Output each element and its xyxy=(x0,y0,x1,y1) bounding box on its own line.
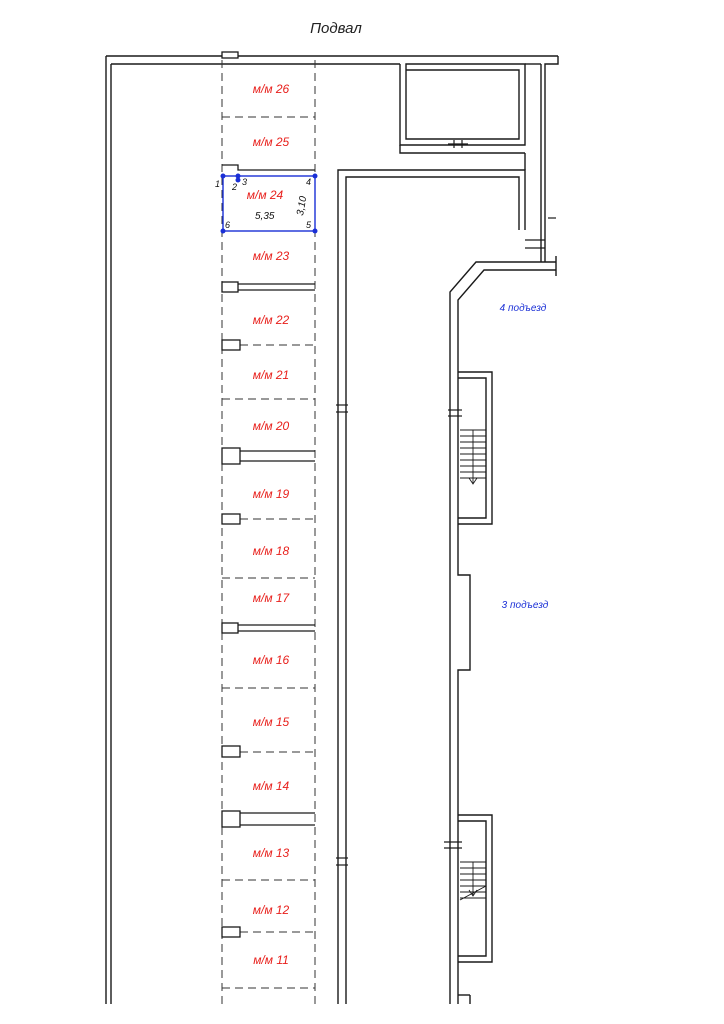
parking-space-label[interactable]: м/м 18 xyxy=(253,544,290,558)
vertex-label-1: 1 xyxy=(215,179,220,189)
parking-space-label[interactable]: м/м 13 xyxy=(253,846,290,860)
parking-space-label[interactable]: м/м 20 xyxy=(253,419,290,433)
entrance-label-3: 3 подъезд xyxy=(502,600,549,611)
space-separators xyxy=(222,116,315,989)
walls xyxy=(105,55,559,1004)
parking-space-label[interactable]: м/м 12 xyxy=(253,903,290,917)
parking-space-label[interactable]: м/м 25 xyxy=(253,135,290,149)
parking-space-label[interactable]: м/м 15 xyxy=(253,715,290,729)
vertex-3-marker xyxy=(235,177,241,183)
parking-space-label[interactable]: м/м 17 xyxy=(253,591,291,605)
vertex-label-4: 4 xyxy=(306,177,311,187)
parking-space-label[interactable]: м/м 23 xyxy=(253,249,290,263)
vertex-2-marker xyxy=(235,173,241,179)
space-width-dimension: 3,10 xyxy=(295,195,309,217)
vertex-6-marker xyxy=(220,228,226,234)
selected-space-outline[interactable] xyxy=(220,173,318,234)
vertex-1-marker xyxy=(220,173,226,179)
parking-space-label[interactable]: м/м 22 xyxy=(253,313,290,327)
vertex-label-6: 6 xyxy=(225,220,230,230)
vertex-label-2: 2 xyxy=(231,182,237,192)
parking-space-label[interactable]: м/м 16 xyxy=(253,653,290,667)
parking-space-label[interactable]: м/м 21 xyxy=(253,368,289,382)
vertex-label-5: 5 xyxy=(306,220,312,230)
columns xyxy=(221,51,315,938)
parking-space-label[interactable]: м/м 26 xyxy=(253,82,290,96)
parking-space-label[interactable]: м/м 19 xyxy=(253,487,290,501)
vertex-4-marker xyxy=(312,173,318,179)
parking-space-label[interactable]: м/м 24 xyxy=(247,188,284,202)
wall-markers xyxy=(336,140,556,866)
parking-space-label[interactable]: м/м 14 xyxy=(253,779,290,793)
parking-space-label[interactable]: м/м 11 xyxy=(253,953,289,967)
vertex-5-marker xyxy=(312,228,318,234)
space-length-dimension: 5,35 xyxy=(255,211,275,222)
plan-title: Подвал xyxy=(310,20,362,37)
entrance-label-4: 4 подъезд xyxy=(500,303,547,314)
vertex-label-3: 3 xyxy=(242,177,247,187)
stair-flight-4 xyxy=(460,429,486,485)
parking-space-labels: м/м 26 м/м 25 м/м 24 м/м 23 м/м 22 м/м 21 м/м … xyxy=(247,82,291,967)
stair-flight-3 xyxy=(459,861,487,901)
